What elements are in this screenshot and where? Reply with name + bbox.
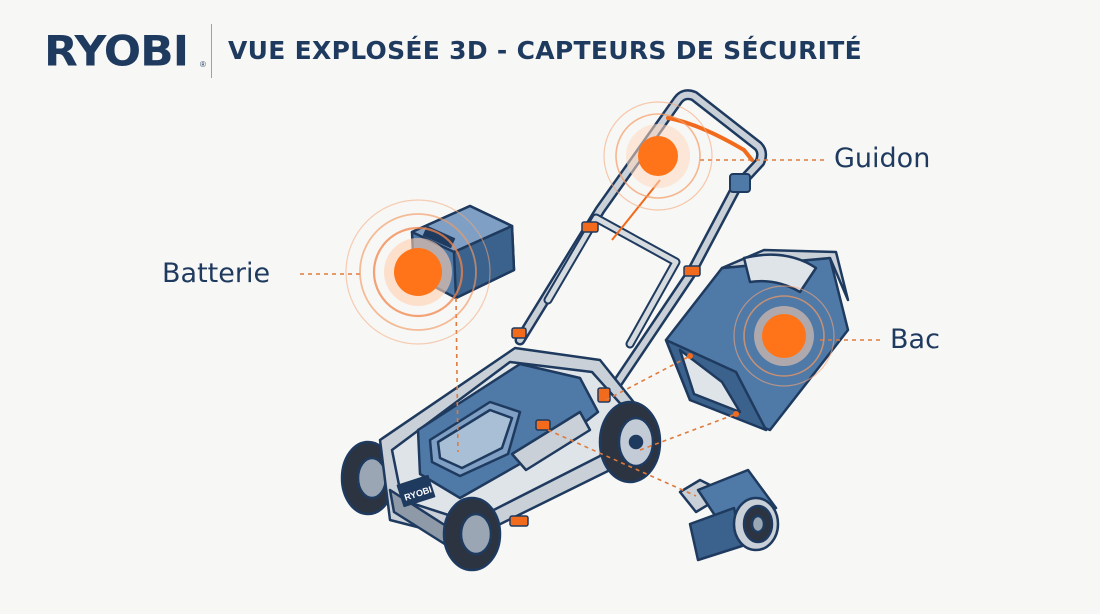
callout-bag: Bac: [890, 324, 940, 355]
leader-lines: [300, 159, 884, 497]
registered-mark: ®: [200, 60, 206, 69]
motor-unit: [678, 468, 780, 562]
sensor-battery-pulse-icon: [345, 199, 491, 345]
ryobi-logo: RYOBI: [44, 27, 189, 76]
sensor-handle-pulse-icon: [603, 101, 713, 211]
callout-battery: Batterie: [162, 258, 271, 289]
leader-battery-bay: [455, 297, 459, 453]
sensor-bag-pulse-icon: [733, 285, 835, 387]
mower-deck: [340, 346, 662, 572]
handle-assembly: [511, 89, 768, 406]
header-divider: [211, 24, 212, 78]
leader-motor: [547, 429, 697, 497]
header: RYOBI ® VUE EXPLOSÉE 3D - CAPTEURS DE SÉ…: [0, 0, 1100, 100]
page-title: VUE EXPLOSÉE 3D - CAPTEURS DE SÉCURITÉ: [228, 36, 862, 65]
sensor-link-handle: [611, 179, 661, 241]
callout-handle: Guidon: [834, 143, 931, 174]
leader-bag-mount-2: [639, 413, 737, 451]
